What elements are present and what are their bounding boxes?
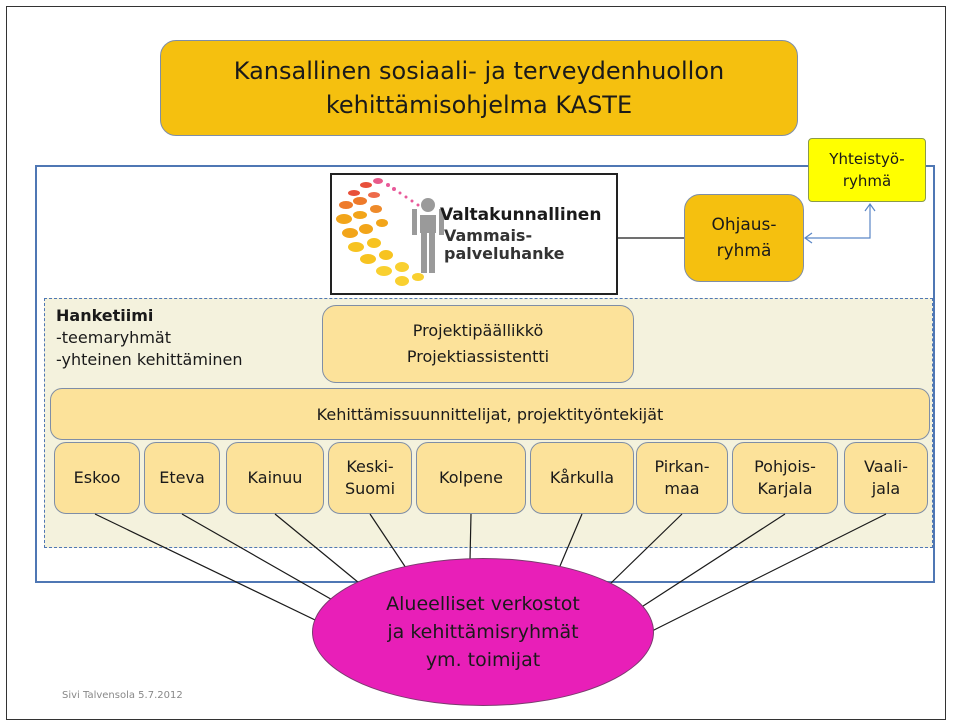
logo-box: Valtakunnallinen Vammais- palveluhanke <box>330 173 618 295</box>
partner-box-eteva: Eteva <box>144 442 220 514</box>
partner-box-kolpene: Kolpene <box>416 442 526 514</box>
vammaispalveluhanke-logo-icon <box>336 178 444 286</box>
team-item-theme-groups: -teemaryhmät <box>56 328 171 347</box>
project-management-box: Projektipäällikkö Projektiassistentti <box>322 305 634 383</box>
partner-box-pohjois-karjala: Pohjois- Karjala <box>732 442 838 514</box>
partner-box-eskoo: Eskoo <box>54 442 140 514</box>
partner-box-karkulla: Kårkulla <box>530 442 634 514</box>
steering-group-box: Ohjaus- ryhmä <box>684 194 804 282</box>
cooperation-group-box: Yhteistyö- ryhmä <box>808 138 926 202</box>
logo-text-line3: palveluhanke <box>444 244 565 263</box>
kaste-title-box: Kansallinen sosiaali- ja terveydenhuollo… <box>160 40 798 136</box>
team-title: Hanketiimi <box>56 306 154 325</box>
developers-bar: Kehittämissuunnittelijat, projektityönte… <box>50 388 930 440</box>
team-item-joint-development: -yhteinen kehittäminen <box>56 350 243 369</box>
partner-box-pirkanmaa: Pirkan- maa <box>636 442 728 514</box>
regional-networks-ellipse: Alueelliset verkostot ja kehittämisryhmä… <box>312 558 654 706</box>
partner-box-vaalijala: Vaali- jala <box>844 442 928 514</box>
partner-box-keski-suomi: Keski- Suomi <box>328 442 412 514</box>
partner-box-kainuu: Kainuu <box>226 442 324 514</box>
project-team-description: Hanketiimi -teemaryhmät -yhteinen kehitt… <box>56 305 243 371</box>
logo-text-line2: Vammais- <box>444 226 533 245</box>
footer-author: Sivi Talvensola 5.7.2012 <box>62 690 183 701</box>
logo-text-line1: Valtakunnallinen <box>440 205 602 225</box>
slide-frame <box>6 6 946 720</box>
